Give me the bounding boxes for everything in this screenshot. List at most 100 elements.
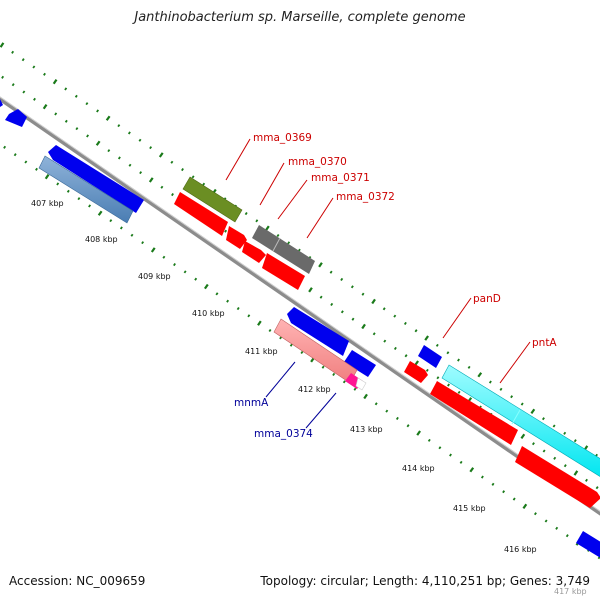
- tick-mark: [361, 323, 366, 330]
- tick-mark: [533, 512, 537, 516]
- tick-mark: [265, 225, 270, 231]
- gene-feature[interactable]: [38, 155, 134, 224]
- tick-mark: [395, 416, 399, 420]
- tick-mark: [33, 97, 36, 101]
- tick-mark: [416, 430, 421, 436]
- tick-mark: [160, 185, 164, 189]
- tick-mark: [361, 292, 365, 296]
- tick-mark: [255, 219, 259, 223]
- gene-feature[interactable]: [404, 361, 428, 383]
- tick-mark: [105, 115, 111, 121]
- tick-mark: [541, 417, 545, 421]
- tick-mark: [350, 285, 354, 289]
- kbp-label: 407 kbp: [31, 199, 64, 208]
- tick-mark: [553, 456, 557, 460]
- tick-mark: [555, 526, 559, 530]
- gene-label-mma_0369: mma_0369: [253, 132, 312, 144]
- gene-feature[interactable]: [262, 253, 305, 290]
- tick-mark: [321, 365, 325, 369]
- tick-mark: [447, 383, 450, 387]
- tick-mark: [502, 490, 506, 494]
- tick-mark: [75, 127, 79, 131]
- tick-mark: [353, 387, 357, 391]
- tick-mark: [406, 424, 410, 428]
- gene-feature[interactable]: [0, 99, 3, 109]
- tick-mark: [244, 212, 248, 216]
- gene-feature[interactable]: [5, 109, 27, 127]
- tick-mark: [107, 149, 111, 153]
- tick-mark: [520, 402, 524, 406]
- tick-mark: [438, 446, 442, 450]
- tick-mark: [477, 372, 483, 378]
- tick-mark: [11, 83, 15, 87]
- kbp-label: 415 kbp: [453, 504, 486, 513]
- gene-feature[interactable]: [287, 307, 349, 356]
- tick-mark: [512, 497, 516, 501]
- tick-mark: [43, 72, 46, 76]
- tick-mark: [66, 189, 70, 193]
- tick-mark: [64, 87, 68, 91]
- tick-mark: [573, 439, 577, 443]
- tick-mark: [488, 380, 492, 384]
- tick-mark: [340, 277, 344, 281]
- gene-feature-panD[interactable]: [418, 345, 442, 368]
- tick-mark: [149, 146, 153, 150]
- tick-mark: [247, 314, 251, 318]
- gene-feature[interactable]: [576, 531, 600, 560]
- tick-mark: [119, 226, 123, 230]
- gene-feature-pntA[interactable]: [441, 364, 600, 479]
- map-title: Janthinobacterium sp. Marseille, complet…: [134, 10, 466, 25]
- tick-mark: [403, 321, 407, 325]
- tick-mark: [435, 343, 439, 347]
- tick-mark: [595, 486, 599, 490]
- kbp-label: 409 kbp: [138, 272, 171, 281]
- tick-mark: [363, 393, 368, 400]
- tick-mark: [117, 124, 121, 128]
- tick-mark: [530, 408, 536, 415]
- tick-mark: [148, 177, 154, 183]
- tick-mark: [563, 431, 567, 435]
- accession-text: Accession: NC_009659: [9, 574, 146, 588]
- tick-mark: [424, 335, 429, 341]
- gene-feature-mma_0371[interactable]: [242, 241, 266, 263]
- tick-mark: [236, 307, 240, 311]
- tick-mark: [0, 42, 5, 48]
- tick-mark: [374, 402, 378, 406]
- gene-label-mma_0372: mma_0372: [336, 191, 395, 203]
- gene-feature[interactable]: [515, 446, 600, 508]
- gene-label-mnmA: mnmA: [234, 397, 269, 409]
- tick-mark: [138, 138, 142, 142]
- gene-label-panD: panD: [473, 293, 501, 305]
- tick-mark: [74, 94, 78, 98]
- genome-backbone: [0, 96, 600, 516]
- tick-mark: [393, 314, 397, 318]
- tick-mark: [436, 376, 440, 380]
- gene-feature-mma_0372[interactable]: [252, 225, 315, 274]
- gene-feature-mma_0369[interactable]: [182, 176, 243, 223]
- genome-backbone-highlight: [0, 96, 600, 512]
- gene-feature[interactable]: [344, 350, 376, 377]
- tick-mark: [11, 50, 15, 54]
- tick-mark: [128, 163, 132, 167]
- tick-mark: [85, 102, 89, 106]
- tick-mark: [522, 503, 528, 510]
- tick-mark: [289, 343, 293, 347]
- kbp-label: 414 kbp: [402, 464, 435, 473]
- tick-mark: [573, 470, 579, 476]
- gene-feature[interactable]: [48, 145, 144, 213]
- tick-mark: [21, 58, 25, 62]
- tick-mark: [351, 317, 355, 321]
- tick-mark: [95, 140, 101, 146]
- tick-mark: [54, 112, 58, 116]
- tick-mark: [287, 241, 291, 245]
- tick-mark: [585, 478, 588, 482]
- gene-feature[interactable]: [174, 192, 228, 236]
- tick-mark: [162, 255, 166, 259]
- tick-mark: [170, 160, 174, 164]
- tick-marks: [0, 42, 600, 560]
- tick-mark: [44, 173, 50, 180]
- gene-feature-mma_0370[interactable]: [226, 226, 247, 249]
- tick-mark: [446, 351, 450, 355]
- gene-feature[interactable]: [430, 381, 518, 445]
- tick-mark: [226, 299, 230, 303]
